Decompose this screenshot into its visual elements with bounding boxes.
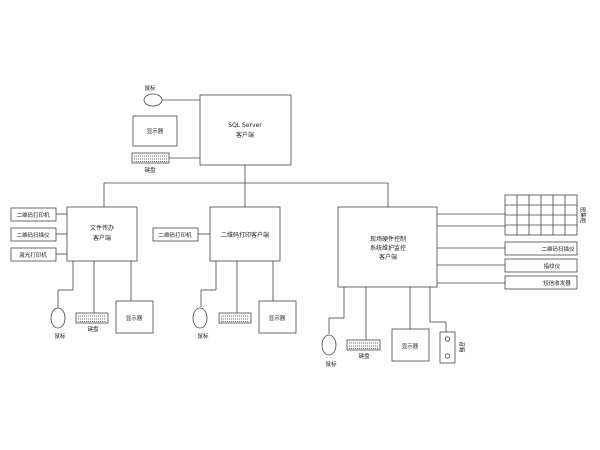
qr-printer-mid-label: 二维码打印机 — [158, 231, 192, 239]
file-monitor-box — [115, 300, 154, 334]
hw-monitor-label: 显示器 — [402, 343, 419, 350]
file-client-label-1: 文件传办 — [90, 224, 114, 232]
hw-mouse-icon — [321, 334, 337, 356]
laser-printer-label: 激光打印机 — [19, 251, 47, 259]
print-client-label: 二维码打印客户端 — [221, 231, 269, 239]
print-keyboard-icon — [218, 312, 252, 324]
server-monitor-box — [132, 115, 178, 147]
server-label-1: SQL Server — [228, 122, 262, 129]
print-client-box — [209, 206, 281, 262]
server-box — [199, 94, 292, 166]
server-label-2: 客户端 — [236, 131, 254, 139]
network-bus — [103, 165, 389, 207]
print-mouse-icon — [192, 307, 208, 329]
file-client-group: 文件传办 客户端 二维码打印机 二维码扫描仪 激光打印机 鼠标 键盘 显示器 — [10, 206, 154, 340]
qr-printer-mid-box — [152, 227, 199, 242]
qr-printer-left-box — [10, 207, 57, 222]
qr-scanner-left-box — [10, 227, 57, 242]
file-client-label-2: 客户端 — [93, 234, 111, 242]
hw-keyboard-icon — [346, 339, 381, 351]
sms-label: 短信收发器 — [543, 279, 571, 287]
server-keyboard-label: 键盘 — [144, 166, 156, 174]
print-monitor-label: 显示器 — [269, 315, 286, 322]
server-mouse-label: 鼠标 — [144, 84, 156, 92]
file-monitor-label: 显示器 — [126, 315, 143, 322]
qr-scanner-right-box — [504, 241, 578, 256]
qr-scanner-left-label: 二维码扫描仪 — [16, 231, 50, 239]
sms-box — [504, 275, 578, 290]
hw-monitor-box — [391, 328, 430, 362]
print-monitor-box — [258, 300, 297, 334]
file-keyboard-label: 键盘 — [87, 325, 99, 333]
laser-printer-box — [10, 247, 57, 262]
hw-client-box — [337, 206, 438, 288]
cabinet-label: 密集柜 — [579, 207, 587, 224]
fingerprint-label: 指纹仪 — [544, 262, 561, 270]
server-keyboard-icon — [131, 152, 170, 164]
server-mouse-icon — [143, 93, 163, 107]
file-keyboard-icon — [75, 312, 109, 324]
hw-client-label-3: 客户端 — [379, 253, 397, 261]
speaker-label: 音箱 — [458, 341, 466, 353]
server-group: SQL Server 客户端 鼠标 显示器 键盘 — [131, 84, 292, 174]
hw-mouse-label: 鼠标 — [325, 360, 337, 368]
qr-scanner-right-label: 二维码扫描仪 — [541, 245, 575, 253]
hw-keyboard-label: 键盘 — [358, 352, 370, 360]
print-mouse-label: 鼠标 — [197, 332, 209, 340]
fingerprint-box — [504, 258, 578, 273]
print-client-group: 二维码打印客户端 二维码打印机 鼠标 显示器 — [152, 206, 297, 340]
speaker-icon — [439, 331, 456, 364]
server-monitor-label: 显示器 — [147, 128, 164, 135]
hw-client-label-1: 现场硬件控制 — [370, 235, 406, 243]
file-client-box — [66, 206, 138, 262]
file-mouse-icon — [50, 307, 66, 329]
hw-client-label-2: 系统维护监控 — [370, 244, 406, 252]
hw-client-group: 现场硬件控制 系统维护监控 客户端 密集柜 二维码扫描仪 指纹仪 短信收发器 — [321, 194, 587, 368]
cabinet-grid — [504, 194, 578, 236]
qr-printer-left-label: 二维码打印机 — [16, 211, 50, 219]
file-mouse-label: 鼠标 — [54, 332, 66, 340]
